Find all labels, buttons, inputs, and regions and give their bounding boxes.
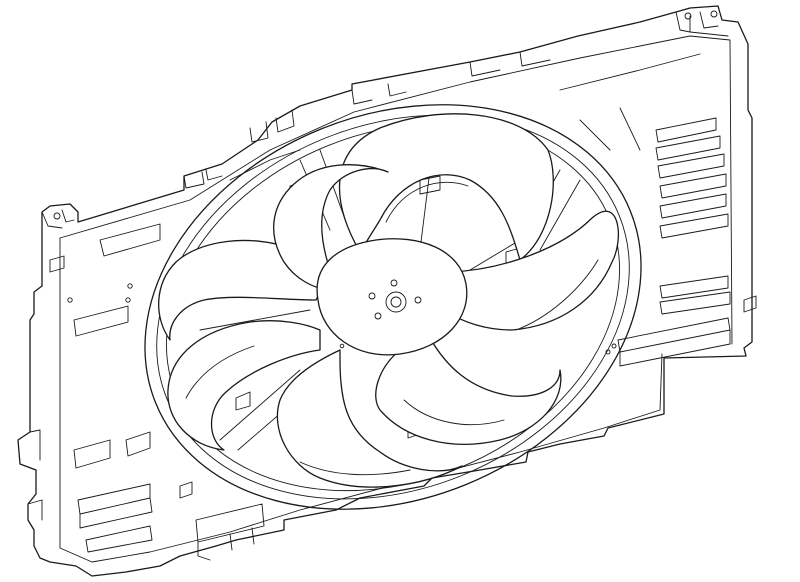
hub-bolt-icon bbox=[368, 292, 376, 300]
fan-blades bbox=[158, 113, 620, 488]
fan-hub bbox=[316, 238, 468, 356]
fan-blade bbox=[375, 337, 562, 445]
hub-bolt-icon bbox=[374, 312, 382, 320]
shroud-vents-right bbox=[605, 117, 757, 367]
hub-bolt-icon bbox=[414, 296, 422, 304]
shroud-vents-left bbox=[27, 223, 265, 561]
fan-blade bbox=[338, 113, 554, 261]
fan-blade bbox=[167, 320, 321, 451]
fan-blade bbox=[273, 164, 389, 291]
fan-blade bbox=[276, 349, 463, 488]
hub-bolt-icon bbox=[390, 279, 398, 287]
fan-blade bbox=[447, 210, 620, 331]
hub-center-icon bbox=[385, 291, 407, 313]
